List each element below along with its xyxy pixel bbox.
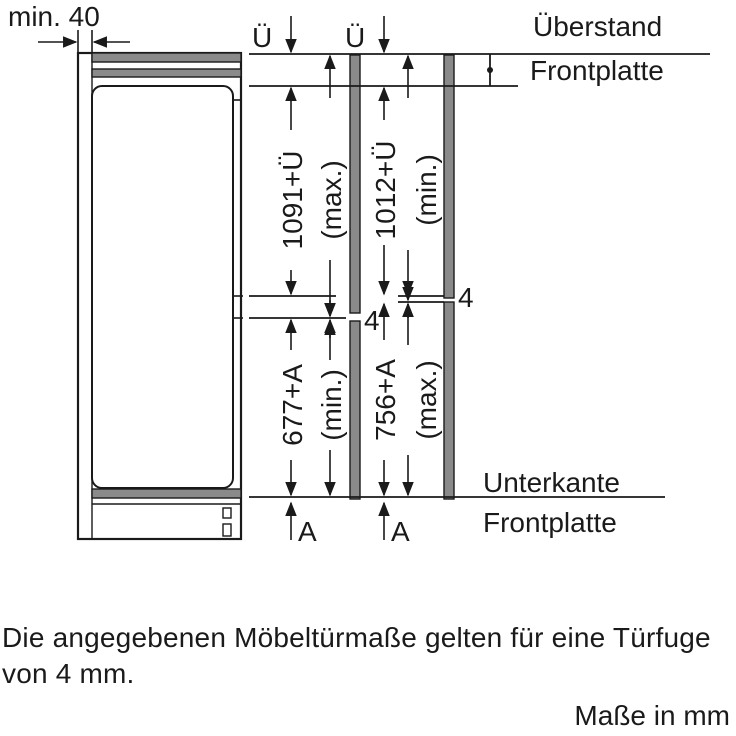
door-gap-label-lower: 4: [364, 305, 380, 336]
cabinet-outline: [76, 51, 243, 541]
upper-left-dimension-value: 1091+Ü: [277, 151, 308, 250]
overhang-symbol-left: Ü: [252, 22, 272, 53]
installation-dimension-diagram: min. 40: [8, 1, 710, 547]
lower-edge-front-plate-label-line1: Unterkante: [483, 467, 620, 498]
overhang-front-plate-label-line2: Frontplatte: [530, 55, 664, 86]
a-label-left: A: [298, 516, 317, 547]
upper-right-dimension-value: 1012+Ü: [370, 141, 401, 240]
lower-right-dimension-value: 756+A: [370, 359, 401, 441]
door-gap-label-upper: 4: [458, 282, 474, 313]
min-gap-label: min. 40: [8, 1, 100, 32]
lower-left-dimension-value: 677+A: [277, 364, 308, 446]
left-upper-door-panel: [349, 54, 361, 314]
min-gap-dimension: [38, 30, 130, 53]
right-upper-door-panel: [443, 54, 455, 299]
door-panels: [349, 54, 455, 500]
lower-left-dimension-qualifier: (min.): [316, 369, 347, 441]
overhang-symbol-right: Ü: [345, 22, 365, 53]
reference-dot: [487, 67, 493, 73]
upper-right-dimension-qualifier: (min.): [411, 154, 442, 226]
reference-lines: [249, 53, 710, 498]
door-gap-note: Die angegebenen Möbeltürmaße gelten für …: [2, 622, 711, 689]
right-lower-door-panel: [443, 301, 455, 500]
dimension-arrows: [285, 16, 414, 540]
upper-left-dimension-qualifier: (max.): [316, 160, 347, 239]
units-note: Maße in mm: [574, 700, 730, 731]
a-label-right: A: [391, 516, 410, 547]
overhang-front-plate-label-line1: Überstand: [533, 11, 662, 42]
left-lower-door-panel: [349, 320, 361, 500]
lower-right-dimension-qualifier: (max.): [411, 360, 442, 439]
lower-edge-front-plate-label-line2: Frontplatte: [483, 507, 617, 538]
